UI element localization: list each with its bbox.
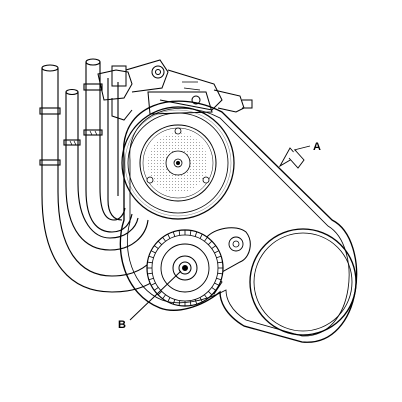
hose-fittings <box>97 59 253 121</box>
callout-a: A <box>278 141 321 169</box>
callout-b: B <box>118 270 182 331</box>
drive-belt <box>119 100 358 343</box>
callout-b-label: B <box>118 319 126 331</box>
crankshaft-pulley <box>249 228 357 336</box>
tensioner-pulley <box>146 227 251 307</box>
callout-a-label: A <box>313 141 321 153</box>
compressor-pulley <box>121 106 235 220</box>
